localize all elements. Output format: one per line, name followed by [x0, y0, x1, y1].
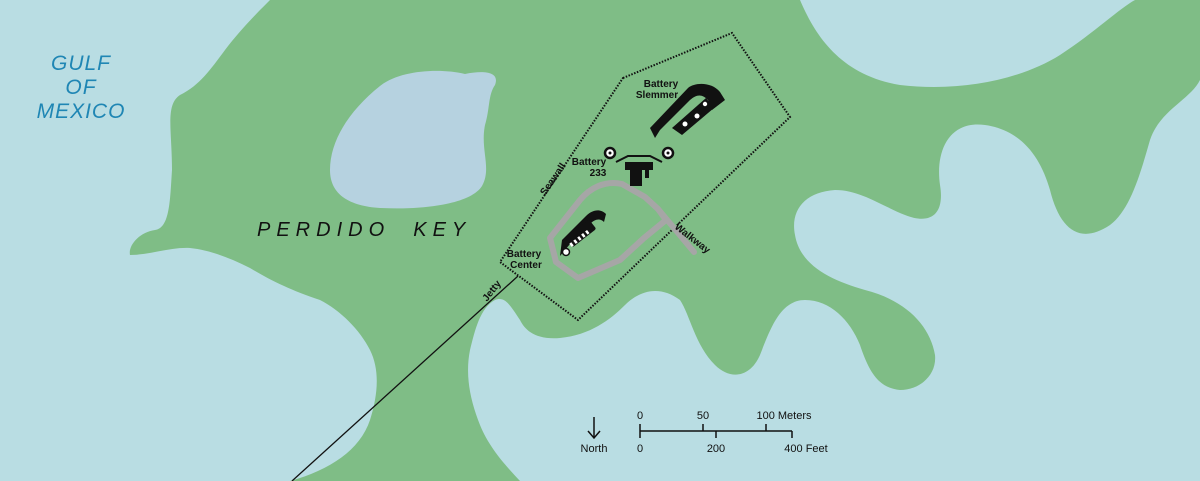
fort-boundary: [498, 31, 792, 322]
battery-center-label-1: Battery: [507, 249, 542, 260]
lagoon: [330, 70, 496, 209]
gulf-label-line-2: OF: [65, 76, 96, 99]
scale-feet-400: 400 Feet: [784, 443, 827, 455]
north-label: North: [581, 443, 608, 455]
north-arrow: North: [581, 417, 608, 455]
jetty-line: [291, 275, 519, 481]
scale-meters-0: 0: [637, 410, 643, 422]
island-label: PERDIDO KEY: [257, 219, 471, 241]
gulf-label-line-1: GULF: [51, 52, 111, 75]
scale-bar: 0 50 100 Meters 0 200 400 Feet: [637, 410, 828, 455]
scale-feet-0: 0: [637, 443, 643, 455]
battery-slemmer-label-2: Slemmer: [636, 90, 678, 101]
battery-233-structure: [603, 146, 675, 186]
battery-233-label-2: 233: [590, 168, 607, 179]
battery-slemmer-structure: [650, 83, 725, 138]
walkway-paths: [547, 180, 697, 281]
scale-feet-200: 200: [707, 443, 725, 455]
gulf-label-line-3: MEXICO: [37, 100, 126, 123]
scale-meters-100: 100 Meters: [756, 410, 812, 422]
battery-233-label-1: Battery: [572, 157, 607, 168]
scale-meters-50: 50: [697, 410, 709, 422]
battery-center-label-2: Center: [510, 260, 542, 271]
battery-slemmer-label-1: Battery: [644, 79, 679, 90]
battery-center-structure: [560, 210, 606, 257]
